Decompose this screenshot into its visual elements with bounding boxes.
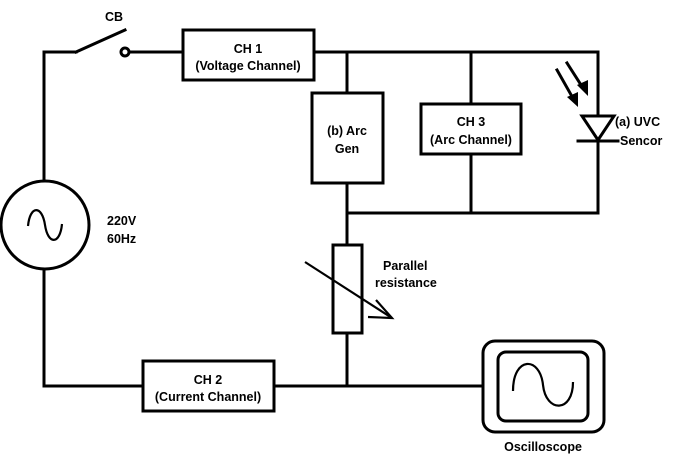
wire-left-top [42,50,78,183]
oscilloscope-label: Oscilloscope [504,440,582,454]
ch2-subtitle: (Current Channel) [155,390,261,404]
ac-source: 220V 60Hz [0,179,137,271]
oscilloscope: Oscilloscope [481,339,606,454]
ch1-box [181,28,316,82]
light-arrows-icon [554,60,588,107]
wires [42,50,600,388]
uvc-sensor-title: (a) UVC [615,115,660,129]
wire-bottom-bus [345,139,600,215]
ch2-current-channel: CH 2 (Current Channel) [141,359,276,413]
arc-generator: (b) Arc Gen [310,91,385,185]
ch1-subtitle: (Voltage Channel) [195,59,300,73]
variable-arrow-head-icon [367,299,395,320]
source-frequency: 60Hz [107,232,136,246]
uvc-sensor-subtitle: Sencor [620,134,663,148]
circuit-breaker: CB [74,10,131,58]
ch3-box [419,102,523,156]
ch1-voltage-channel: CH 1 (Voltage Channel) [181,28,316,82]
ch3-subtitle: (Arc Channel) [430,133,512,147]
wire-top-bus [312,50,600,118]
breaker-label: CB [105,10,123,24]
ch3-title: CH 3 [457,115,486,129]
ch1-title: CH 1 [234,42,263,56]
sine-wave-icon [26,209,64,241]
uvc-sensor: (a) UVC Sencor [554,60,663,148]
arc-gen-box [310,91,385,185]
wire-left-bottom [42,267,145,388]
parallel-resistor: Parallel resistance [304,243,437,335]
variable-arrow-shaft [304,261,393,319]
ch2-title: CH 2 [194,373,223,387]
breaker-blade [74,28,127,54]
source-voltage: 220V [107,214,137,228]
resistor-subtitle: resistance [375,276,437,290]
ch2-box [141,359,276,413]
arc-gen-title: (b) Arc [327,124,367,138]
photodiode-icon [579,114,617,143]
breaker-contact [119,46,131,58]
oscilloscope-wave-icon [511,362,575,407]
resistor-title: Parallel [383,259,427,273]
arc-gen-subtitle: Gen [335,142,359,156]
ch3-arc-channel: CH 3 (Arc Channel) [419,102,523,156]
